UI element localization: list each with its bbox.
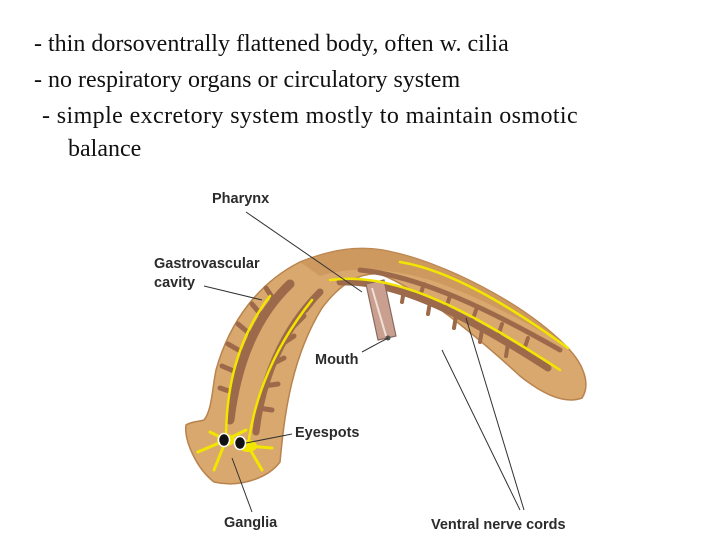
bullet-excretory: - simple excretory system mostly to main… — [42, 103, 579, 129]
eyespots-icon — [217, 432, 247, 451]
leader-lines — [203, 211, 525, 513]
label-pharynx: Pharynx — [212, 191, 270, 207]
bullet-body-shape: - thin dorsoventrally flattened body, of… — [34, 31, 509, 57]
nervous-system — [196, 260, 570, 472]
label-ganglia: Ganglia — [224, 515, 278, 531]
label-eyespots: Eyespots — [295, 425, 360, 441]
label-ventral-nerve-cords: Ventral nerve cords — [431, 517, 566, 533]
planarian-body — [185, 247, 587, 485]
bullet-excretory-continued: balance — [68, 136, 142, 162]
label-mouth: Mouth — [315, 352, 359, 368]
bullet-no-organs: - no respiratory organs or circulatory s… — [34, 67, 461, 93]
label-gastrovascular: Gastrovascular — [154, 256, 260, 272]
label-cavity: cavity — [154, 275, 196, 291]
body-upper-surface — [300, 248, 566, 346]
bullet-list: - thin dorsoventrally flattened body, of… — [34, 26, 578, 164]
